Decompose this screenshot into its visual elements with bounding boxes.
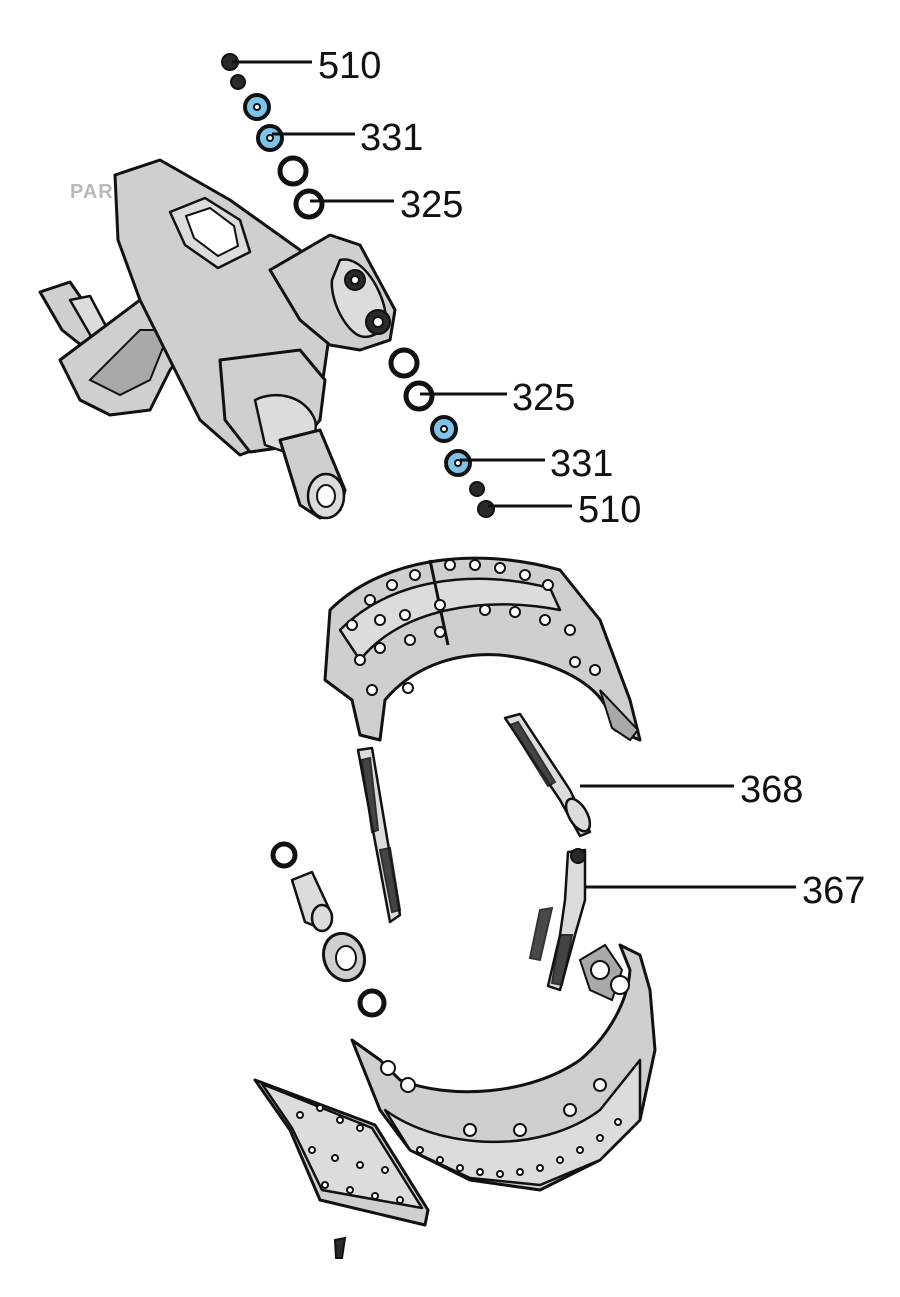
callout-label: 325 [400,184,463,226]
callout-331-lower: 331 [460,443,613,485]
brake-lining-pad [253,1078,430,1227]
callout-label: 510 [318,45,381,87]
lower-shoe-rivet-row [416,1118,622,1178]
upper-brake-shoe [323,556,642,742]
ring-325-upper-b [293,188,325,220]
upper-hardware-stack [221,53,325,220]
callout-label: 510 [578,489,641,531]
ring-325-lower-b [403,380,435,412]
lower-hardware-stack [388,347,495,518]
lower-brake-shoe [350,943,657,1192]
callout-325-lower: 325 [420,377,575,419]
camshaft-bracket-assembly [38,158,397,520]
ring-325-lower-a [388,347,420,379]
callout-325-upper: 325 [310,184,463,226]
ring-325-upper-a [277,155,309,187]
callout-368: 368 [580,769,803,811]
spring-367 [528,848,587,992]
callout-367: 367 [584,870,865,912]
nut-510-upper-b [230,74,246,90]
callout-510-lower: 510 [488,489,641,531]
callout-label: 368 [740,769,803,811]
roller-and-pin-parts [270,841,387,1259]
callout-510-upper: 510 [232,45,381,87]
upper-shoe-rivet-holes [346,559,601,696]
callout-label: 331 [360,117,423,159]
callout-label: 325 [512,377,575,419]
nut-510-lower-b [477,500,495,518]
left-return-spring [356,746,402,924]
callout-331-upper: 331 [272,117,423,159]
callout-label: 367 [802,870,865,912]
spring-368 [503,712,592,838]
nut-510-lower-a [469,481,485,497]
callout-label: 331 [550,443,613,485]
